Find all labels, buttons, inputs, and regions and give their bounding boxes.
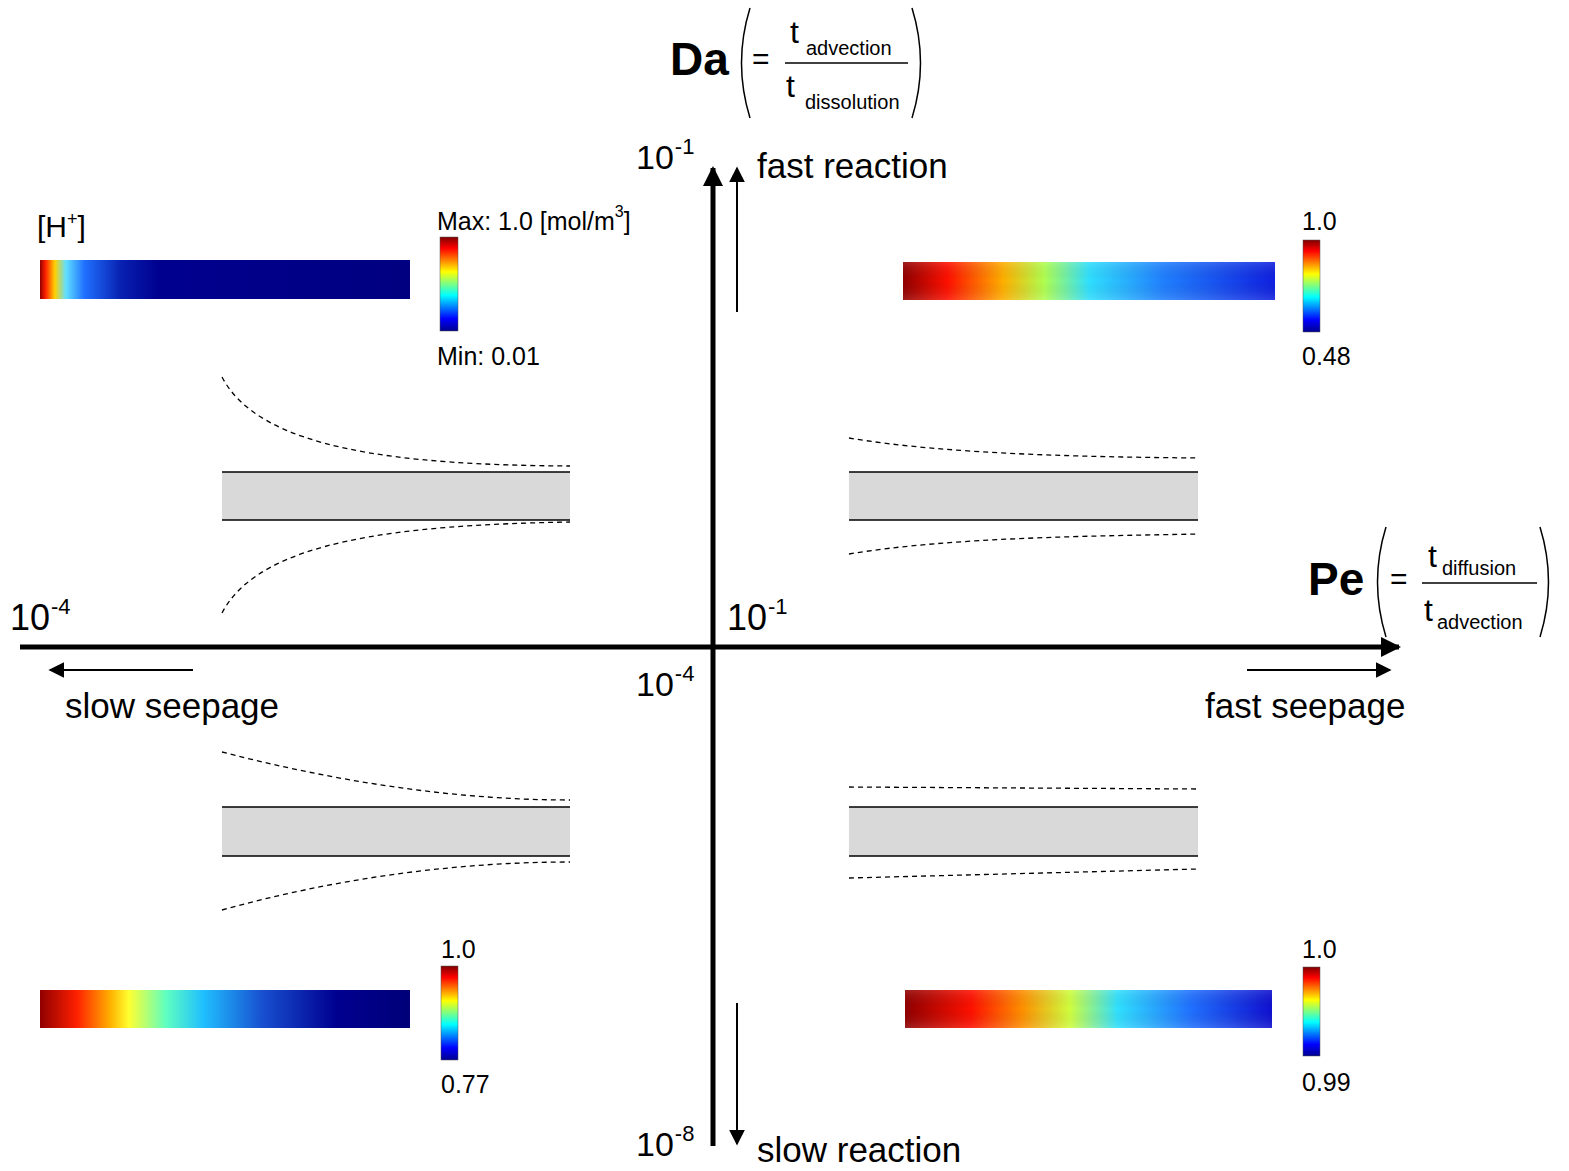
time-symbol: t xyxy=(786,70,795,102)
subscript: dissolution xyxy=(805,92,900,112)
exponent: -1 xyxy=(675,136,695,158)
color-bar xyxy=(1303,240,1320,332)
pe-axis xyxy=(20,645,1399,650)
subscript: diffusion xyxy=(1442,558,1516,578)
subscript: advection xyxy=(1437,612,1523,632)
parenthesis xyxy=(1540,527,1549,637)
colorbar-min: 0.48 xyxy=(1302,344,1351,369)
axis-direction: slow reaction xyxy=(757,1132,961,1167)
fracture-sketch xyxy=(849,787,1198,878)
colorbar-max: 1.0 xyxy=(1302,937,1337,962)
fracture-sketch xyxy=(849,438,1198,554)
superscript: 3 xyxy=(615,204,624,220)
time-symbol: t xyxy=(790,16,799,48)
parenthesis xyxy=(1378,527,1387,637)
parenthesis xyxy=(912,8,921,118)
da-axis xyxy=(711,168,716,1146)
colorbar-min: 0.99 xyxy=(1302,1070,1351,1095)
exponent: -4 xyxy=(51,596,71,618)
colorbar-max: ] xyxy=(624,209,631,234)
colorbar-max: 1.0 xyxy=(1302,209,1337,234)
axis-value: 10 xyxy=(10,600,50,636)
direction-arrow xyxy=(736,168,738,312)
color-bar xyxy=(440,237,458,331)
fracture-sketch xyxy=(222,377,570,613)
axis-value: 10 xyxy=(636,1127,674,1161)
direction-arrow xyxy=(1247,669,1390,671)
axis-direction: fast reaction xyxy=(757,148,948,183)
colorbar-min: 0.77 xyxy=(441,1072,490,1097)
parenthesis xyxy=(742,8,751,118)
fraction-bar xyxy=(785,62,908,64)
map-quantity: [H xyxy=(37,212,67,242)
axis-value: 10 xyxy=(636,667,674,701)
equals-sign: = xyxy=(1390,564,1408,594)
fraction-bar xyxy=(1422,582,1537,584)
superscript: + xyxy=(67,210,78,228)
concentration-map xyxy=(905,990,1272,1028)
colorbar-max: Max: 1.0 [mol/m xyxy=(437,209,615,234)
color-bar xyxy=(1303,967,1320,1056)
subscript: advection xyxy=(806,38,892,58)
dimensionless-number: Pe xyxy=(1308,556,1364,602)
axis-direction: slow seepage xyxy=(65,688,279,723)
time-symbol: t xyxy=(1424,594,1433,626)
dimensionless-number: Da xyxy=(670,36,729,82)
colorbar-min: Min: 0.01 xyxy=(437,344,540,369)
exponent: -4 xyxy=(675,663,695,685)
axis-direction: fast seepage xyxy=(1205,688,1405,723)
color-bar xyxy=(441,966,458,1060)
exponent: -8 xyxy=(675,1123,695,1145)
time-symbol: t xyxy=(1428,540,1437,572)
map-quantity: ] xyxy=(78,212,86,242)
concentration-map xyxy=(40,260,410,299)
fracture-sketch xyxy=(222,752,570,910)
colorbar-max: 1.0 xyxy=(441,937,476,962)
exponent: -1 xyxy=(768,596,788,618)
concentration-map xyxy=(903,262,1275,300)
axis-value: 10 xyxy=(636,140,674,174)
equals-sign: = xyxy=(752,44,770,74)
axis-value: 10 xyxy=(727,600,767,636)
direction-arrow xyxy=(736,1003,738,1144)
direction-arrow xyxy=(50,669,193,671)
concentration-map xyxy=(40,990,410,1028)
